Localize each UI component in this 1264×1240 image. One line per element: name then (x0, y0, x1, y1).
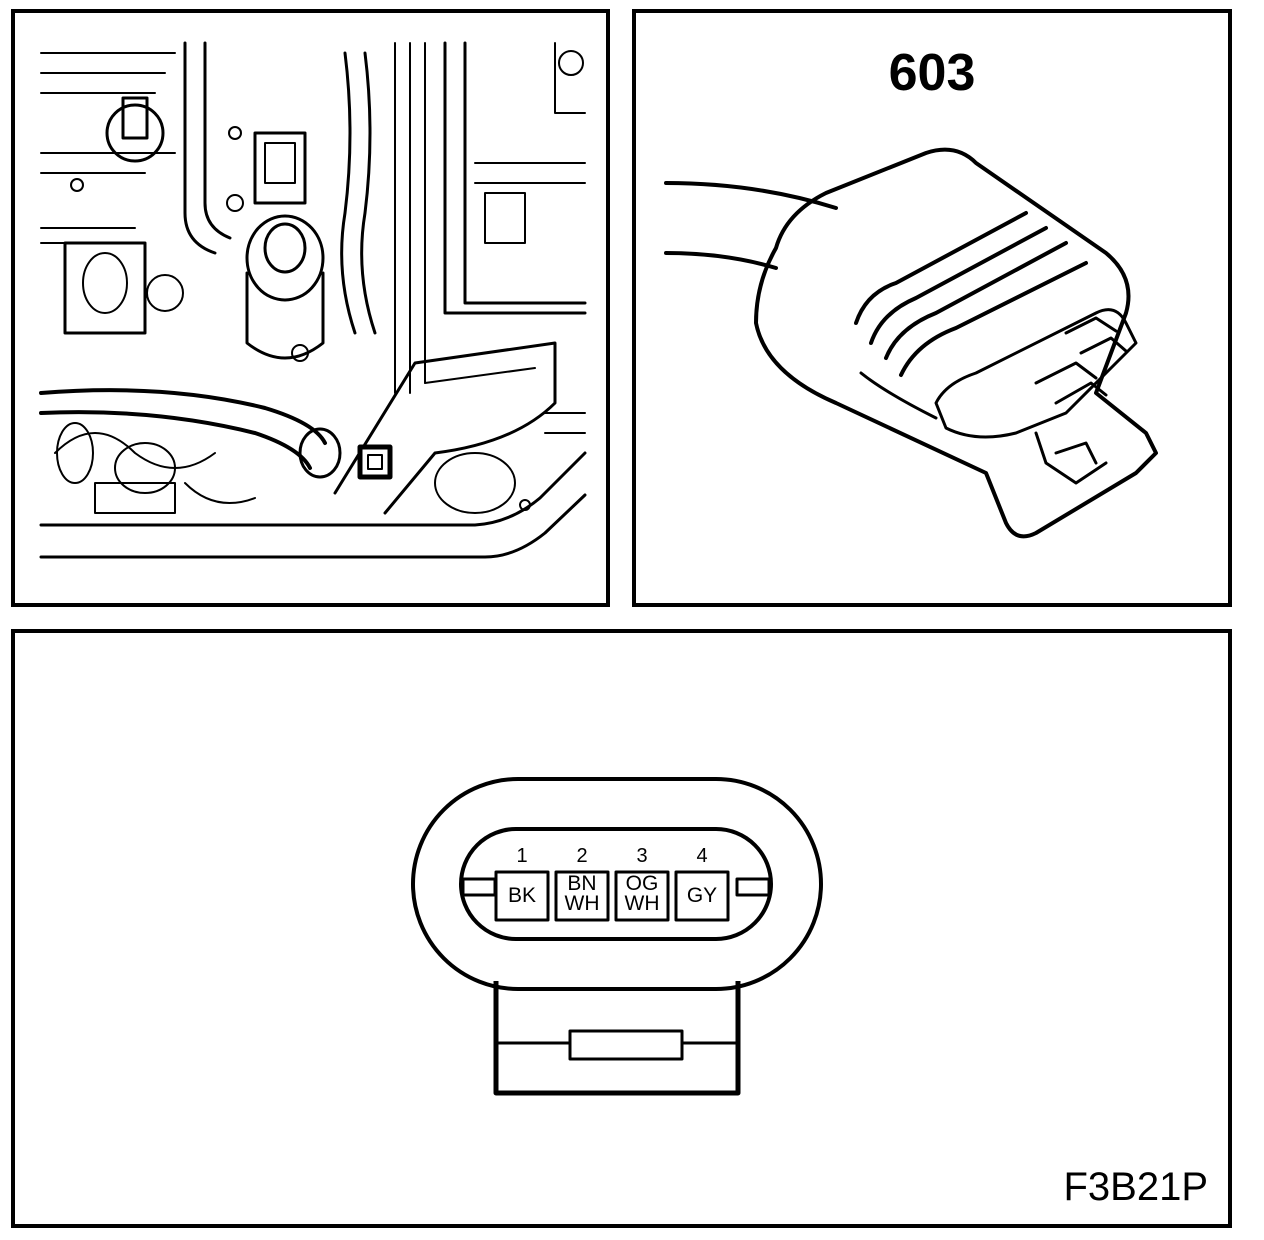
pin-2-wire-color: BN WH (564, 872, 600, 915)
pin-2-number: 2 (576, 845, 588, 867)
pin-1-wire-color: BK (507, 884, 536, 907)
pin-3-wire-color: OG WH (624, 872, 660, 915)
pin-4-number: 4 (696, 845, 708, 867)
connector-perspective-panel: 603 (632, 9, 1232, 607)
pin-2-cavity (554, 870, 610, 922)
engine-bay-illustration (39, 41, 587, 559)
pin-4-cavity (674, 870, 730, 922)
pin-4-wire-color: GY (686, 884, 718, 907)
connector-perspective-illustration (664, 147, 1158, 539)
figure-code: F3B21P (1063, 1165, 1208, 1209)
pin-1-cavity (494, 870, 550, 922)
pinout-panel: 1 2 3 4 BK BN WH OG WH GY F3B21P (11, 629, 1232, 1228)
pin-3-cavity (614, 870, 670, 922)
connector-number: 603 (888, 44, 976, 102)
pin-1-number: 1 (516, 845, 528, 867)
engine-bay-panel (11, 9, 610, 607)
connector-face-illustration (411, 777, 823, 1096)
pin-3-number: 3 (636, 845, 648, 867)
